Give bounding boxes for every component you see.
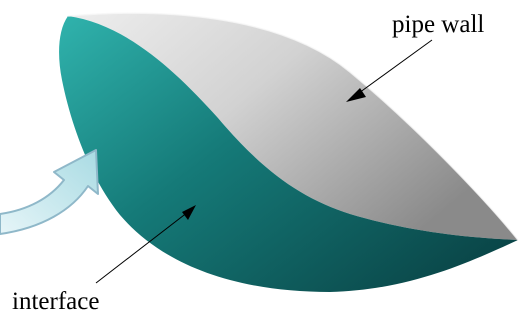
pipe-wall-arrowhead <box>346 88 366 102</box>
pipe-wall-leader-line <box>351 39 433 99</box>
pipe-wall-surface <box>68 13 518 240</box>
wall-top-edge <box>67 12 519 241</box>
interface-leader-line <box>95 211 189 284</box>
interface-arrowhead <box>182 205 196 220</box>
pipe-wall-label: pipe wall <box>392 11 485 38</box>
interface-label: interface <box>12 288 100 315</box>
flow-arrow-icon <box>0 149 99 235</box>
